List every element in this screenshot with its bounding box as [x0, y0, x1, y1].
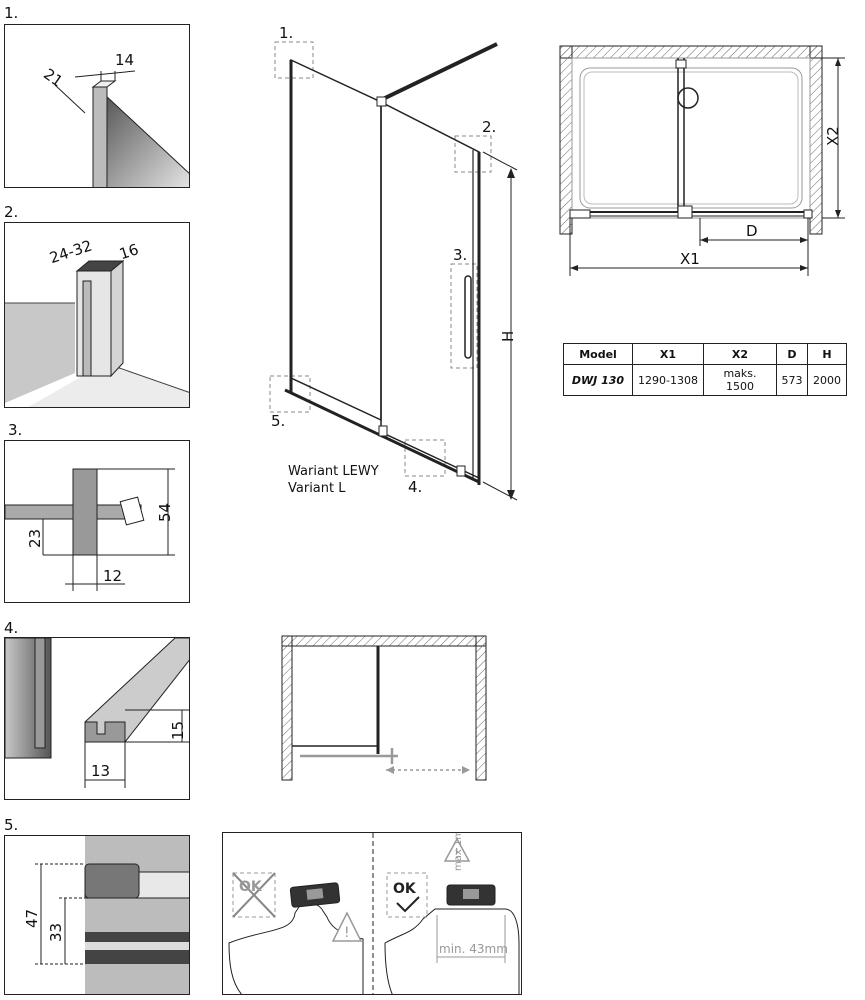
detail-4-dim-width: 13: [91, 762, 110, 780]
detail-2-drawing: 24-32 16: [5, 237, 189, 407]
spec-cell-model: DWJ 130: [563, 364, 633, 396]
level-min-depth: min. 43mm: [439, 942, 508, 956]
detail-3-dim-offset: 23: [26, 529, 44, 548]
detail-4-dim-height: 15: [169, 721, 187, 740]
callout-5: 5.: [271, 412, 285, 430]
sliding-direction-diagram: [281, 635, 487, 781]
detail-4-drawing: 15 13: [5, 638, 189, 788]
spec-header-x1: X1: [632, 343, 704, 365]
detail-2-panel: 24-32 16: [4, 222, 190, 408]
plan-view-drawing: X2 D X1: [559, 45, 845, 276]
spec-cell-h: 2000: [807, 364, 847, 396]
check-icon: [396, 896, 420, 913]
detail-1-dim-b: 21: [40, 65, 66, 91]
level-check-panel: OK ! OK ! max 1mm min. 43mm: [222, 832, 522, 995]
plan-x2-label: X2: [824, 126, 842, 146]
detail-number-5: 5.: [4, 816, 19, 834]
spec-cell-d: 573: [776, 364, 808, 396]
spec-cell-x2: maks. 1500: [703, 364, 777, 396]
warning-icon: !: [344, 925, 350, 941]
callout-4: 4.: [408, 478, 422, 496]
callout-1: 1.: [279, 24, 293, 42]
detail-5-dim-inner: 33: [47, 923, 65, 942]
callout-2: 2.: [482, 118, 496, 136]
level-good-label: OK: [393, 881, 417, 897]
table-row: DWJ 130 1290-1308 maks. 1500 573 2000: [563, 364, 847, 396]
detail-number-3: 3.: [8, 421, 23, 439]
detail-number-2: 2.: [4, 203, 19, 221]
spec-table: Model X1 X2 D H DWJ 130 1290-1308 maks. …: [563, 343, 847, 396]
detail-5-dim-total: 47: [23, 909, 41, 928]
detail-2-dim-b: 16: [117, 240, 141, 263]
detail-4-panel: 15 13: [4, 637, 190, 800]
level-max-gap: max 1mm: [453, 832, 464, 871]
detail-3-dim-height: 54: [156, 503, 174, 522]
spec-header-model: Model: [563, 343, 633, 365]
detail-3-panel: 54 23 12: [4, 440, 190, 603]
spec-header-h: H: [807, 343, 847, 365]
spec-header-d: D: [776, 343, 808, 365]
variant-line-2: Variant L: [288, 481, 346, 496]
detail-5-panel: 47 33: [4, 835, 190, 995]
level-bad-label: OK: [239, 879, 263, 895]
variant-label: Wariant LEWY Variant L: [288, 463, 379, 497]
detail-number-4: 4.: [4, 619, 19, 637]
detail-3-drawing: 54 23 12: [5, 468, 175, 591]
spec-table-header: Model X1 X2 D H: [563, 343, 847, 365]
detail-number-1: 1.: [4, 4, 19, 22]
spec-cell-x1: 1290-1308: [632, 364, 704, 396]
height-label: H: [499, 331, 517, 342]
warning-icon: !: [454, 847, 459, 862]
detail-1-panel: 14 21: [4, 24, 190, 188]
detail-3-dim-width: 12: [103, 567, 122, 585]
variant-line-1: Wariant LEWY: [288, 464, 379, 479]
spec-header-x2: X2: [703, 343, 777, 365]
detail-5-drawing: 47 33: [23, 836, 189, 994]
plan-d-label: D: [746, 222, 758, 240]
detail-1-dim-a: 14: [115, 51, 134, 69]
callout-3: 3.: [453, 246, 467, 264]
shower-perspective-drawing: H 1. 2. 3. 4. 5.: [269, 24, 518, 501]
plan-x1-label: X1: [680, 250, 700, 268]
level-check-drawing: OK ! OK ! max 1mm min. 43mm: [228, 832, 520, 994]
detail-1-drawing: 14 21: [40, 51, 189, 187]
